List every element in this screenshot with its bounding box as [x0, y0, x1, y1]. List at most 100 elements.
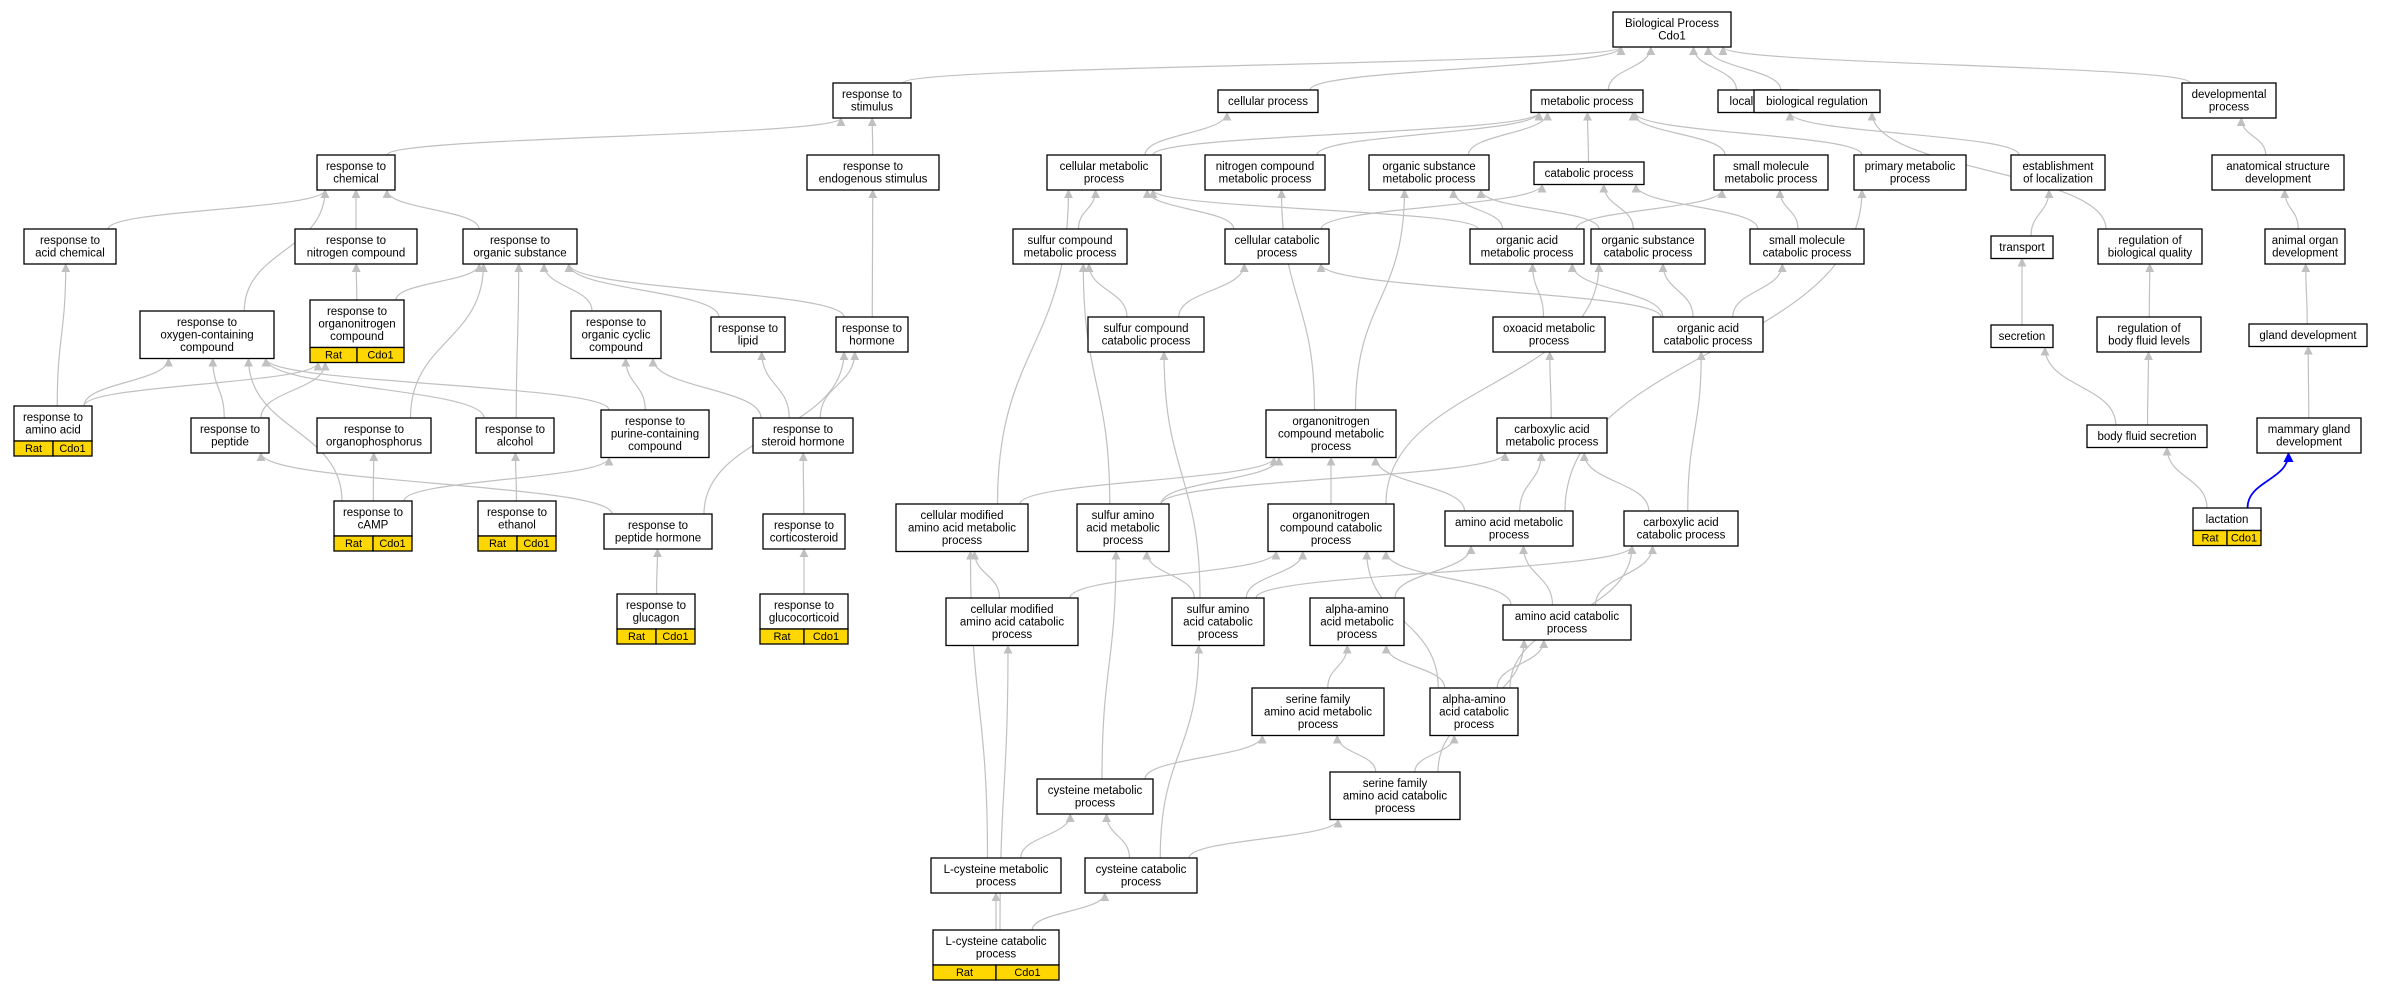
- node-label-line: response to: [326, 161, 386, 173]
- edge-cellmodcat-to-orgnitcat: [1069, 550, 1281, 599]
- go-node-cellproc[interactable]: cellular process: [1217, 89, 1319, 114]
- node-label-line: peptide hormone: [615, 533, 701, 545]
- node-label-line: response to: [773, 424, 833, 436]
- node-label-line: compound catabolic: [1280, 523, 1383, 535]
- go-node-secretion[interactable]: secretion: [1990, 324, 2054, 349]
- go-node-transport[interactable]: transport: [1990, 235, 2054, 260]
- node-label-line: sulfur compound: [1103, 323, 1188, 335]
- edge-serinecat-to-serinemet: [1332, 734, 1377, 773]
- node-label-line: process: [976, 949, 1017, 961]
- node-label-line: catabolic process: [1102, 336, 1191, 348]
- edge-regbioq-to-bioreg: [1867, 111, 2107, 230]
- node-label-line: catabolic process: [1664, 336, 1753, 348]
- node-label-line: biological regulation: [1766, 96, 1868, 108]
- node-box: [1012, 228, 1128, 265]
- node-label-line: response to: [628, 520, 688, 532]
- edge-sulfaamet-to-carbmet: [1160, 452, 1510, 505]
- edge-alphacat-to-aacat: [1496, 639, 1549, 689]
- edge-peptide-to-oxycomp: [208, 357, 225, 419]
- go-node-catab[interactable]: catabolic process: [1533, 161, 1645, 186]
- node-box: [1652, 316, 1764, 353]
- go-node-metab[interactable]: metabolic process: [1530, 89, 1644, 114]
- node-label-line: compound: [330, 331, 384, 343]
- annotation-gene: Cdo1: [523, 538, 549, 550]
- edge-glucagon-to-pephorm: [652, 548, 662, 595]
- go-node-bioreg[interactable]: biological regulation: [1753, 89, 1881, 114]
- go-node-bodyfl[interactable]: body fluid secretion: [2086, 424, 2208, 449]
- edge-aamet-to-carbmet: [1519, 452, 1546, 512]
- node-label-line: regulation of: [2117, 323, 2181, 335]
- edge-sulfaacat-to-orgnitcat: [1245, 550, 1308, 599]
- edge-devproc-to-bp: [1718, 46, 2191, 84]
- edge-aamet-to-orgnitmet: [1371, 456, 1466, 512]
- node-label-line: serine family: [1286, 694, 1351, 706]
- node-label-line: establishment: [2023, 161, 2095, 173]
- go-node-gland[interactable]: gland development: [2248, 323, 2368, 348]
- node-box: [23, 228, 117, 265]
